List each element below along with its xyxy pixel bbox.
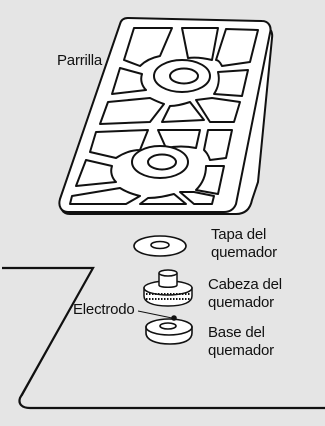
electrode-label: Electrodo: [73, 301, 135, 318]
electrode-leader-line: [137, 310, 173, 319]
burner-head-label: Cabeza del quemador: [208, 276, 282, 311]
burner-cap-illustration: [133, 235, 187, 257]
cooktop-surface: [2, 266, 325, 410]
grate-illustration: [58, 17, 274, 215]
grate-label: Parrilla: [57, 52, 103, 69]
burner-base-illustration: [145, 315, 193, 345]
burner-cap-label: Tapa del quemador: [211, 226, 277, 261]
burner-base-label: Base del quemador: [208, 324, 274, 359]
burner-head-illustration: [143, 269, 193, 307]
